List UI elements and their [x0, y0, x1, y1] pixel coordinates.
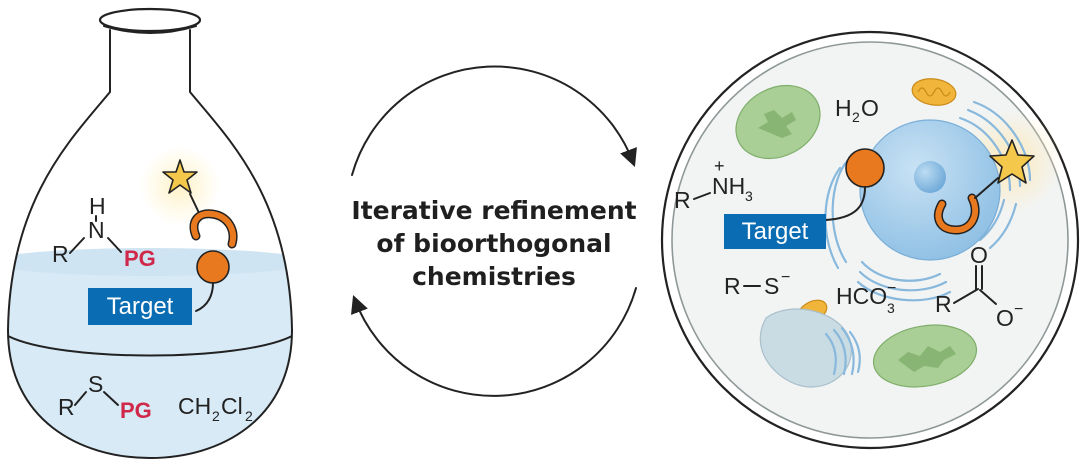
golgi-bottom	[824, 326, 861, 376]
flask-outline	[7, 29, 293, 459]
ammonium-r: R	[674, 187, 691, 213]
cell-reactive-partner-sphere	[845, 148, 885, 188]
chloroplast-top	[735, 84, 821, 160]
fluorophore-star-icon	[162, 159, 198, 194]
protected-thiol: R S PG	[58, 371, 152, 423]
fluorescence-glow	[140, 146, 220, 226]
cell-reactive-handle	[935, 195, 979, 234]
solvent-liquid	[8, 254, 292, 458]
thio-protecting-group-label: PG	[120, 398, 152, 423]
vacuole	[759, 308, 852, 388]
thiolate-group: R S −	[724, 269, 790, 299]
cell: Target H 2 O R + NH 3 R S − HCO 3 −	[660, 30, 1080, 450]
amine-h-label: H	[89, 193, 106, 219]
amine-r-label: R	[52, 241, 69, 267]
carboxylate-group: R O O −	[935, 242, 1023, 331]
carboxylate-r: R	[935, 291, 952, 317]
water-o: O	[861, 95, 879, 121]
water-formula: H 2 O	[835, 95, 879, 125]
caption-line-1: Iterative refinement	[351, 196, 636, 225]
chloroplast-bottom	[872, 324, 978, 388]
thiolate-r: R	[724, 273, 741, 299]
bicarbonate-sub: 3	[887, 300, 895, 316]
return-arrow	[351, 287, 637, 397]
flask-target-label: Target	[107, 293, 174, 320]
refinement-cycle: Iterative refinement of bioorthogonal ch…	[351, 65, 637, 397]
round-bottom-flask	[7, 7, 293, 459]
cell-fluorophore-star-icon	[989, 139, 1035, 184]
carboxylate-o-top: O	[970, 242, 988, 268]
ammonium-plus: +	[714, 156, 725, 176]
amine-n-label: N	[88, 217, 105, 243]
ammonium-nh: NH	[712, 173, 745, 199]
cell-target-label: Target	[742, 218, 809, 245]
mitochondrion-top	[911, 78, 957, 106]
water-sub: 2	[852, 109, 860, 125]
caption-line-2: of bioorthogonal	[376, 229, 611, 258]
protecting-group-label: PG	[124, 246, 156, 271]
bicarbonate-group: HCO 3 −	[836, 280, 896, 316]
thio-r-label: R	[58, 394, 75, 420]
solvent-ch: CH	[178, 393, 211, 419]
thio-s-label: S	[88, 371, 103, 397]
cell-target-box: Target	[724, 214, 826, 249]
ammonium-sub: 3	[745, 188, 753, 204]
water-h: H	[835, 95, 852, 121]
cell-probe	[825, 139, 1035, 235]
bicarbonate-hco: HCO	[836, 283, 887, 309]
ammonium-group: R + NH 3	[674, 156, 753, 213]
flask-probe	[162, 159, 238, 312]
solvent-formula: CH 2 Cl 2	[178, 393, 253, 424]
reactive-partner-sphere	[196, 250, 230, 284]
solvent-sub-1: 2	[212, 408, 220, 424]
carboxylate-o: O	[996, 305, 1014, 331]
solvent-cl: Cl	[221, 393, 243, 419]
bicarbonate-minus: −	[887, 280, 896, 297]
carboxylate-minus: −	[1014, 301, 1023, 318]
caption-line-3: chemistries	[412, 262, 576, 291]
protected-amine: R N H PG	[52, 193, 156, 271]
thiolate-minus: −	[781, 269, 790, 286]
reactive-handle	[191, 210, 236, 247]
phase-boundary	[8, 335, 292, 357]
nucleolus	[914, 161, 946, 193]
forward-arrow	[351, 65, 637, 176]
flask-target-box: Target	[88, 288, 192, 325]
flask-lip	[98, 7, 202, 33]
solvent-sub-2: 2	[245, 408, 253, 424]
thiolate-s: S	[764, 273, 779, 299]
